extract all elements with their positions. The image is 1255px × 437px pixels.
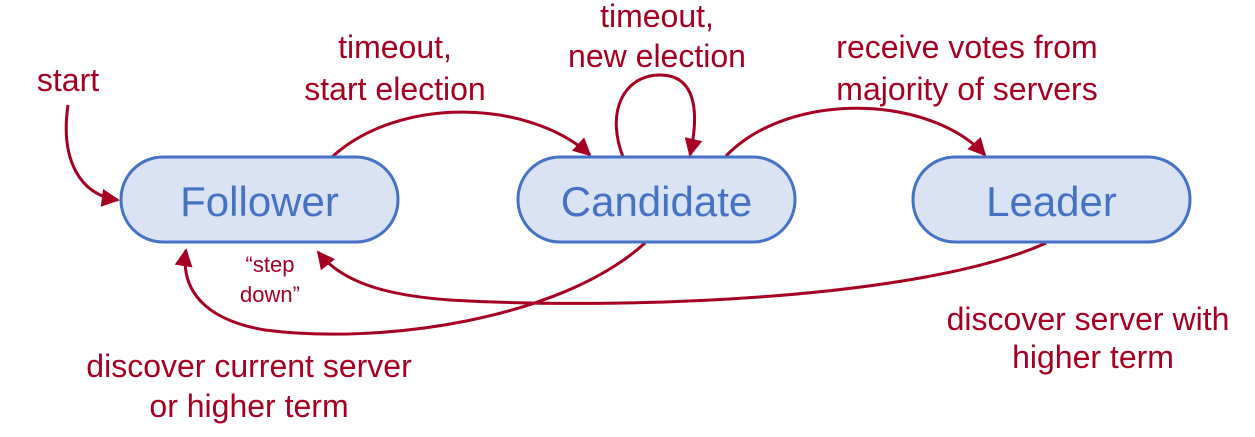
leader-label: Leader <box>986 178 1117 225</box>
follower-to-candidate-edge <box>330 110 592 159</box>
discover-server-higher-term-label-line1: discover server with <box>947 301 1230 337</box>
candidate-to-follower-edge <box>174 241 647 336</box>
candidate-state: Candidate <box>516 155 797 244</box>
leader-to-follower-edge <box>316 241 1047 305</box>
timeout-new-election-label-line1: timeout, <box>600 0 714 34</box>
candidate-to-leader-edge <box>724 106 987 158</box>
receive-votes-label-line1: receive votes from <box>836 29 1097 65</box>
discover-current-server-label-line1: discover current server <box>86 348 412 384</box>
timeout-start-election-label-line2: start election <box>304 71 485 107</box>
follower-label: Follower <box>180 178 339 225</box>
step-down-label-line2: down” <box>240 282 300 307</box>
start-label: start <box>37 62 99 98</box>
timeout-new-election-label-line2: new election <box>568 38 746 74</box>
timeout-start-election-label-line1: timeout, <box>338 29 452 65</box>
follower-state: Follower <box>119 155 400 244</box>
receive-votes-label-line2: majority of servers <box>836 71 1097 107</box>
leader-state: Leader <box>911 155 1192 244</box>
discover-current-server-label-line2: or higher term <box>149 388 348 424</box>
candidate-label: Candidate <box>561 178 752 225</box>
discover-server-higher-term-label-line2: higher term <box>1012 339 1174 375</box>
candidate-self-loop-edge <box>614 73 703 158</box>
step-down-label-line1: “step <box>246 252 295 277</box>
start-edge <box>64 104 120 207</box>
